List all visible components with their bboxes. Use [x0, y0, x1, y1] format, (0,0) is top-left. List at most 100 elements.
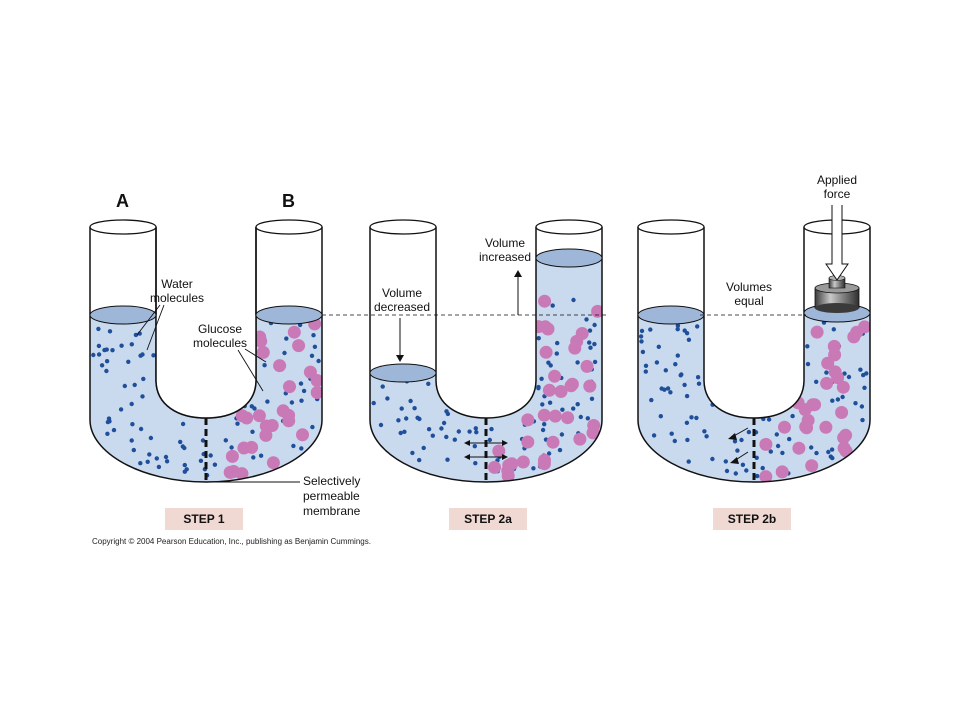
glucose-molecule — [570, 334, 584, 348]
label-vol-inc-1: Volume — [485, 236, 525, 250]
water-molecule — [760, 465, 765, 471]
water-molecule — [223, 438, 228, 443]
water-molecule — [178, 439, 183, 445]
water-molecule — [536, 386, 541, 391]
water-molecule — [104, 368, 109, 374]
water-molecule — [180, 421, 186, 427]
water-molecule — [542, 422, 547, 427]
water-molecule — [309, 353, 315, 358]
glucose-molecule — [537, 457, 551, 471]
water-molecule — [739, 437, 744, 443]
glucose-molecule — [538, 294, 552, 308]
water-molecule — [258, 453, 264, 458]
water-molecule — [299, 446, 304, 451]
glucose-molecule — [778, 420, 791, 434]
arrowhead-flow-2 — [730, 457, 739, 464]
glucose-molecule — [225, 449, 239, 463]
water-molecule — [284, 336, 289, 341]
water-molecule — [862, 385, 867, 390]
water-molecule — [138, 461, 143, 466]
water-molecule — [858, 367, 863, 372]
step-label-2a: STEP 2a — [464, 512, 512, 526]
glucose-molecule — [839, 444, 853, 458]
water-molecule — [555, 340, 560, 346]
glucose-molecule — [542, 383, 556, 397]
tube-rim-a — [89, 219, 157, 235]
glucose-molecule — [836, 380, 850, 394]
water-molecule — [592, 322, 597, 328]
label-vol-dec-1: Volume — [382, 286, 422, 300]
glucose-molecule — [554, 385, 568, 398]
water-molecule — [182, 469, 187, 474]
water-molecule — [649, 397, 654, 403]
water-molecule — [198, 458, 204, 463]
water-molecule — [587, 328, 593, 333]
water-molecule — [474, 430, 479, 435]
water-molecule — [766, 417, 772, 422]
water-molecule — [682, 382, 687, 388]
water-molecule — [208, 453, 213, 458]
label-b: B — [282, 191, 295, 211]
tube-rim-left — [369, 219, 437, 235]
water-molecule — [639, 328, 645, 334]
glucose-molecule — [808, 398, 822, 412]
water-molecule — [585, 416, 590, 421]
water-molecule — [126, 359, 131, 364]
weight-icon — [814, 275, 860, 313]
glucose-molecule — [310, 386, 322, 399]
water-molecule — [842, 371, 847, 376]
glucose-molecule — [283, 380, 296, 394]
water-molecule — [99, 363, 105, 368]
water-molecule — [864, 371, 869, 376]
water-molecule — [663, 368, 668, 373]
water-molecule — [107, 329, 113, 334]
water-molecule — [380, 384, 385, 389]
water-molecule — [250, 429, 255, 434]
water-molecule — [846, 374, 852, 380]
water-molecule — [378, 422, 384, 428]
water-molecule — [408, 398, 413, 404]
glucose-molecule — [227, 465, 241, 478]
water-molecule — [130, 422, 135, 427]
water-molecule — [415, 415, 420, 420]
glucose-molecule — [501, 469, 515, 482]
water-molecule — [148, 435, 154, 441]
water-molecule — [673, 362, 678, 367]
water-molecule — [588, 345, 593, 350]
water-molecule — [829, 447, 835, 452]
water-molecule — [560, 407, 565, 412]
glucose-molecule — [591, 304, 602, 318]
water-molecule — [156, 464, 162, 470]
water-molecule — [398, 430, 403, 436]
water-molecule — [592, 359, 598, 365]
molecules-step-2a — [371, 294, 602, 482]
glucose-molecule — [819, 420, 833, 434]
water-molecule — [805, 344, 810, 349]
pointer-glucose-2 — [237, 349, 264, 392]
water-molecule — [755, 473, 760, 479]
glucose-molecule — [488, 460, 501, 474]
water-molecule — [118, 407, 124, 412]
glucose-molecule — [546, 435, 560, 449]
water-molecule — [740, 462, 746, 467]
water-molecule — [371, 400, 376, 406]
glucose-molecule — [256, 345, 270, 359]
water-molecule — [282, 350, 287, 356]
water-molecule — [540, 427, 546, 433]
water-molecule — [180, 444, 185, 449]
water-molecule — [399, 406, 404, 411]
water-molecule — [154, 456, 159, 461]
label-vol-eq-2: equal — [734, 294, 763, 308]
water-molecule — [249, 404, 254, 409]
panel-step-2b: Applied force Volumes equal STEP 2b — [637, 173, 871, 530]
glucose-molecule — [282, 414, 296, 428]
water-molecule — [571, 297, 576, 303]
water-molecule — [546, 360, 551, 365]
water-molecule — [814, 450, 819, 456]
water-molecule — [774, 432, 779, 437]
water-molecule — [814, 379, 819, 384]
panel-step-1: A B Water molecules Glucose molecules Se… — [89, 191, 361, 530]
step-label-2b: STEP 2b — [728, 512, 776, 526]
water-molecule — [575, 360, 580, 365]
